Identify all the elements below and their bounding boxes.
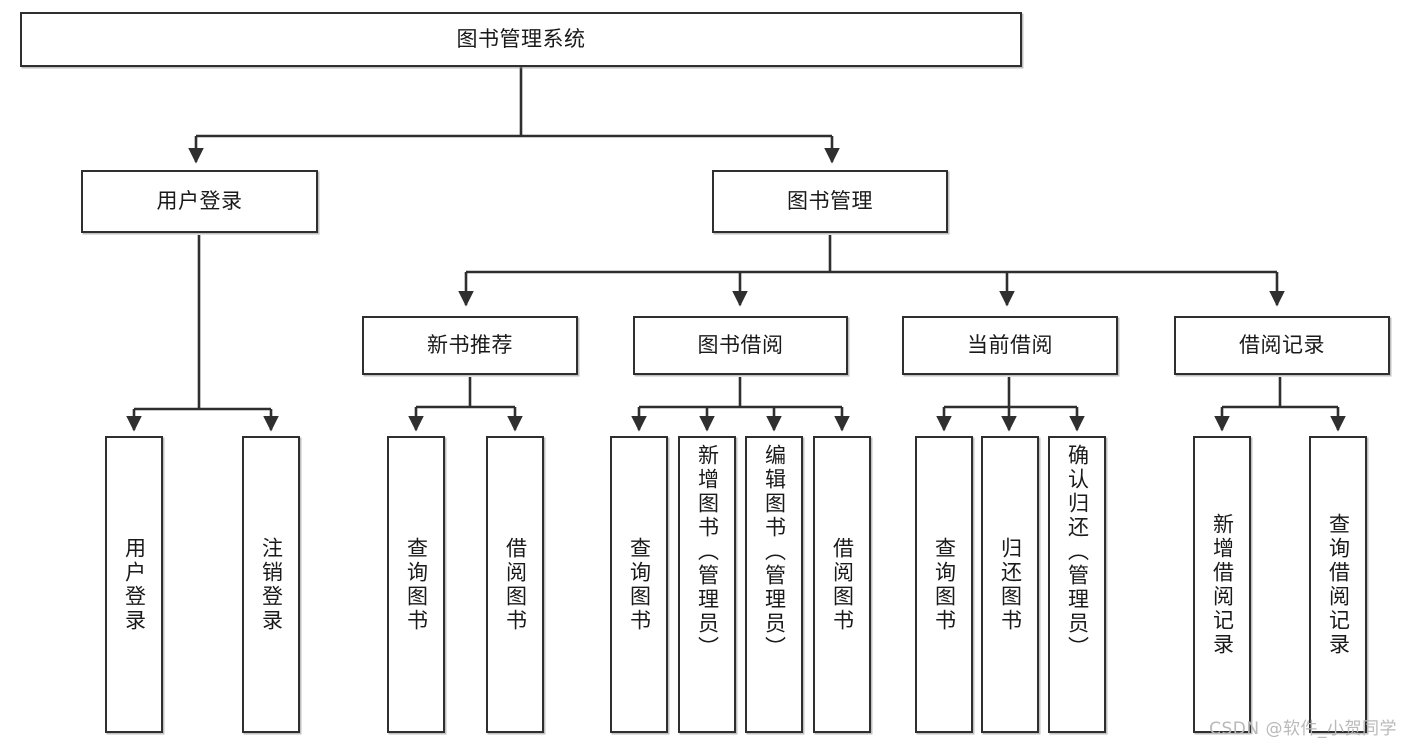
leaf-borrow-record-query[interactable]: 查询借阅记录: [1309, 436, 1367, 733]
leaf-user-login-login-label: 用户登录: [122, 536, 147, 633]
leaf-new-book-borrow[interactable]: 借阅图书: [486, 436, 544, 733]
leaf-book-borrow-edit[interactable]: 编辑图书（管理员）: [745, 436, 803, 733]
leaf-book-borrow-add-label: 新增图书（管理员）: [695, 444, 720, 660]
leaf-book-borrow-query-label: 查询图书: [627, 536, 652, 633]
leaf-book-borrow-query[interactable]: 查询图书: [610, 436, 668, 733]
leaf-current-borrow-query-label: 查询图书: [932, 536, 957, 633]
leaf-current-borrow-return[interactable]: 归还图书: [981, 436, 1039, 733]
leaf-book-borrow-borrow-label: 借阅图书: [830, 536, 855, 633]
node-borrow-record-label: 借阅记录: [1239, 333, 1325, 358]
leaf-book-borrow-borrow[interactable]: 借阅图书: [813, 436, 871, 733]
node-book-borrow-label: 图书借阅: [697, 333, 784, 358]
leaf-borrow-record-query-label: 查询借阅记录: [1326, 512, 1351, 657]
node-borrow-record[interactable]: 借阅记录: [1174, 316, 1390, 375]
leaf-new-book-query[interactable]: 查询图书: [387, 436, 445, 733]
leaf-user-login-logout[interactable]: 注销登录: [242, 436, 300, 733]
leaf-current-borrow-query[interactable]: 查询图书: [915, 436, 973, 733]
leaf-user-login-logout-label: 注销登录: [259, 536, 284, 633]
leaf-book-borrow-edit-label: 编辑图书（管理员）: [762, 444, 787, 660]
node-book-borrow[interactable]: 图书借阅: [633, 316, 848, 375]
node-root-label: 图书管理系统: [456, 27, 586, 52]
leaf-book-borrow-add[interactable]: 新增图书（管理员）: [678, 436, 736, 733]
leaf-current-borrow-confirm[interactable]: 确认归还（管理员）: [1048, 436, 1106, 733]
node-current-borrow[interactable]: 当前借阅: [902, 316, 1118, 375]
leaf-new-book-query-label: 查询图书: [404, 536, 429, 633]
node-new-book-recommend[interactable]: 新书推荐: [362, 316, 578, 375]
csdn-watermark: CSDN @软件_小贺同学: [1209, 719, 1397, 739]
leaf-user-login-login[interactable]: 用户登录: [105, 436, 163, 733]
node-user-login-label: 用户登录: [156, 189, 243, 214]
leaf-borrow-record-add-label: 新增借阅记录: [1210, 512, 1235, 657]
node-book-management[interactable]: 图书管理: [712, 170, 948, 233]
node-user-login[interactable]: 用户登录: [81, 170, 318, 233]
node-current-borrow-label: 当前借阅: [967, 333, 1053, 358]
node-root[interactable]: 图书管理系统: [20, 12, 1022, 67]
node-book-management-label: 图书管理: [787, 189, 873, 214]
leaf-current-borrow-confirm-label: 确认归还（管理员）: [1065, 444, 1090, 660]
leaf-current-borrow-return-label: 归还图书: [998, 536, 1023, 633]
leaf-borrow-record-add[interactable]: 新增借阅记录: [1193, 436, 1251, 733]
leaf-new-book-borrow-label: 借阅图书: [503, 536, 528, 633]
node-new-book-recommend-label: 新书推荐: [427, 333, 513, 358]
